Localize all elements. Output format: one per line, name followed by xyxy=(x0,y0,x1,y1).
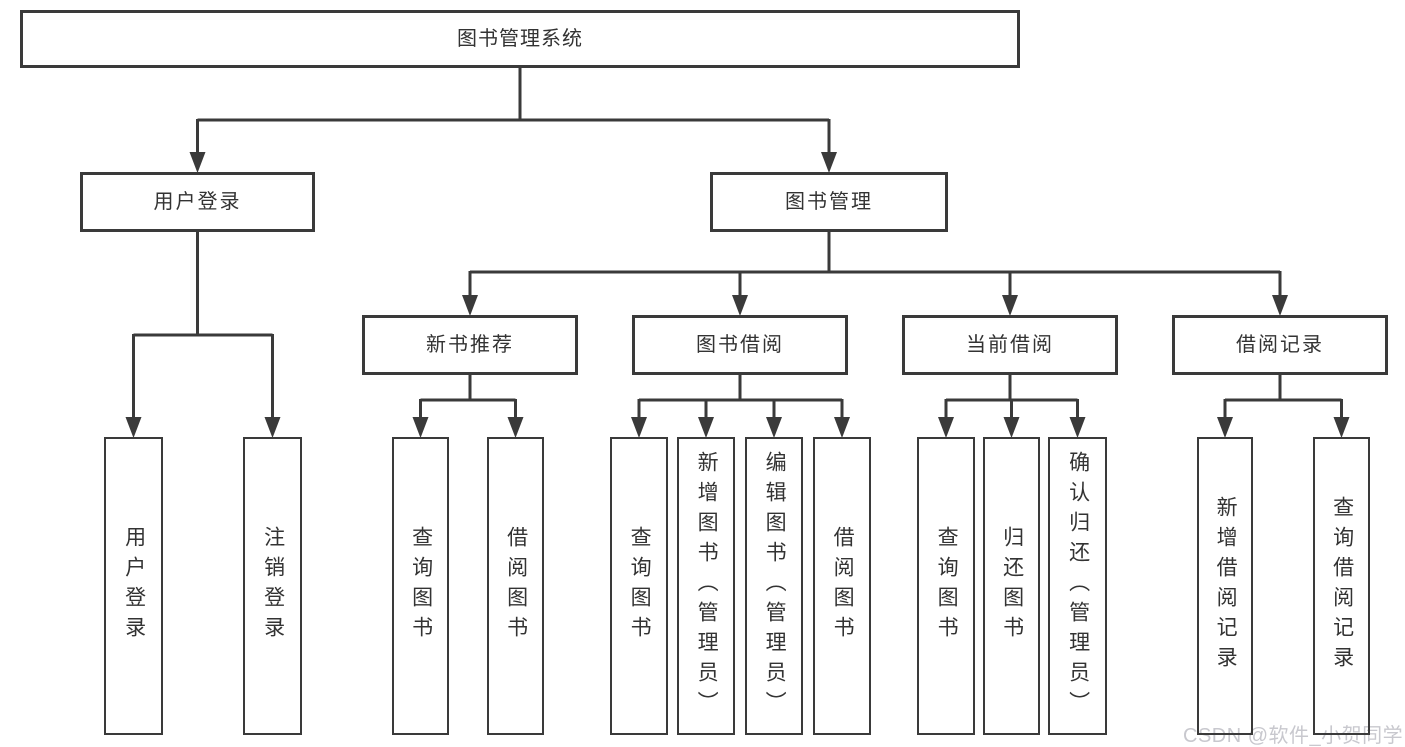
leaf-edit-book-admin: 编辑图书（管理员） xyxy=(745,437,803,735)
leaf-confirm-return-admin: 确认归还（管理员） xyxy=(1048,437,1107,735)
leaf-query-borrow-record: 查询借阅记录 xyxy=(1313,437,1370,735)
node-root-book-management-system: 图书管理系统 xyxy=(20,10,1020,68)
connector-line xyxy=(132,68,1343,421)
csdn-watermark: CSDN @软件_小贺同学 xyxy=(1183,725,1404,747)
leaf-user-login: 用户登录 xyxy=(104,437,163,735)
arrow-down-icon xyxy=(125,152,1350,438)
leaf-return-book: 归还图书 xyxy=(983,437,1040,735)
leaf-borrow-books-recommend: 借阅图书 xyxy=(487,437,544,735)
node-book-borrowing: 图书借阅 xyxy=(632,315,848,375)
node-book-management: 图书管理 xyxy=(710,172,948,232)
leaf-logout: 注销登录 xyxy=(243,437,302,735)
node-borrowing-records: 借阅记录 xyxy=(1172,315,1388,375)
node-user-login: 用户登录 xyxy=(80,172,315,232)
leaf-query-books-recommend: 查询图书 xyxy=(392,437,449,735)
leaf-add-book-admin: 新增图书（管理员） xyxy=(677,437,735,735)
node-new-book-recommend: 新书推荐 xyxy=(362,315,578,375)
leaf-borrow-books-borrowing: 借阅图书 xyxy=(813,437,871,735)
node-current-borrowing: 当前借阅 xyxy=(902,315,1118,375)
leaf-add-borrow-record: 新增借阅记录 xyxy=(1197,437,1253,735)
leaf-query-books-current: 查询图书 xyxy=(917,437,975,735)
leaf-query-books-borrowing: 查询图书 xyxy=(610,437,668,735)
